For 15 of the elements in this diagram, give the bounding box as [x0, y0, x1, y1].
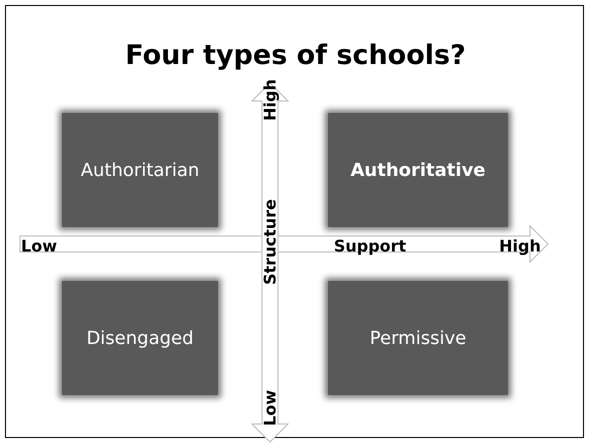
vertical-axis-label: Structure	[260, 199, 280, 285]
horizontal-axis-label: Low	[21, 236, 57, 256]
horizontal-axis-label: Support	[334, 236, 406, 256]
quadrant-label: Authoritarian	[80, 160, 200, 180]
quadrant-label: Authoritative	[350, 160, 486, 180]
quadrant-box	[328, 113, 508, 227]
vertical-axis-label: High	[260, 79, 280, 121]
quadrant-box	[328, 281, 508, 395]
quadrant-label: Disengaged	[86, 328, 194, 348]
horizontal-axis-label: High	[499, 236, 541, 256]
quadrant-box	[62, 281, 218, 395]
vertical-axis-label: Low	[260, 390, 280, 426]
quadrant-box	[62, 113, 218, 227]
slide-title: Four types of schools?	[124, 40, 467, 71]
quadrant-label: Permissive	[370, 328, 466, 348]
